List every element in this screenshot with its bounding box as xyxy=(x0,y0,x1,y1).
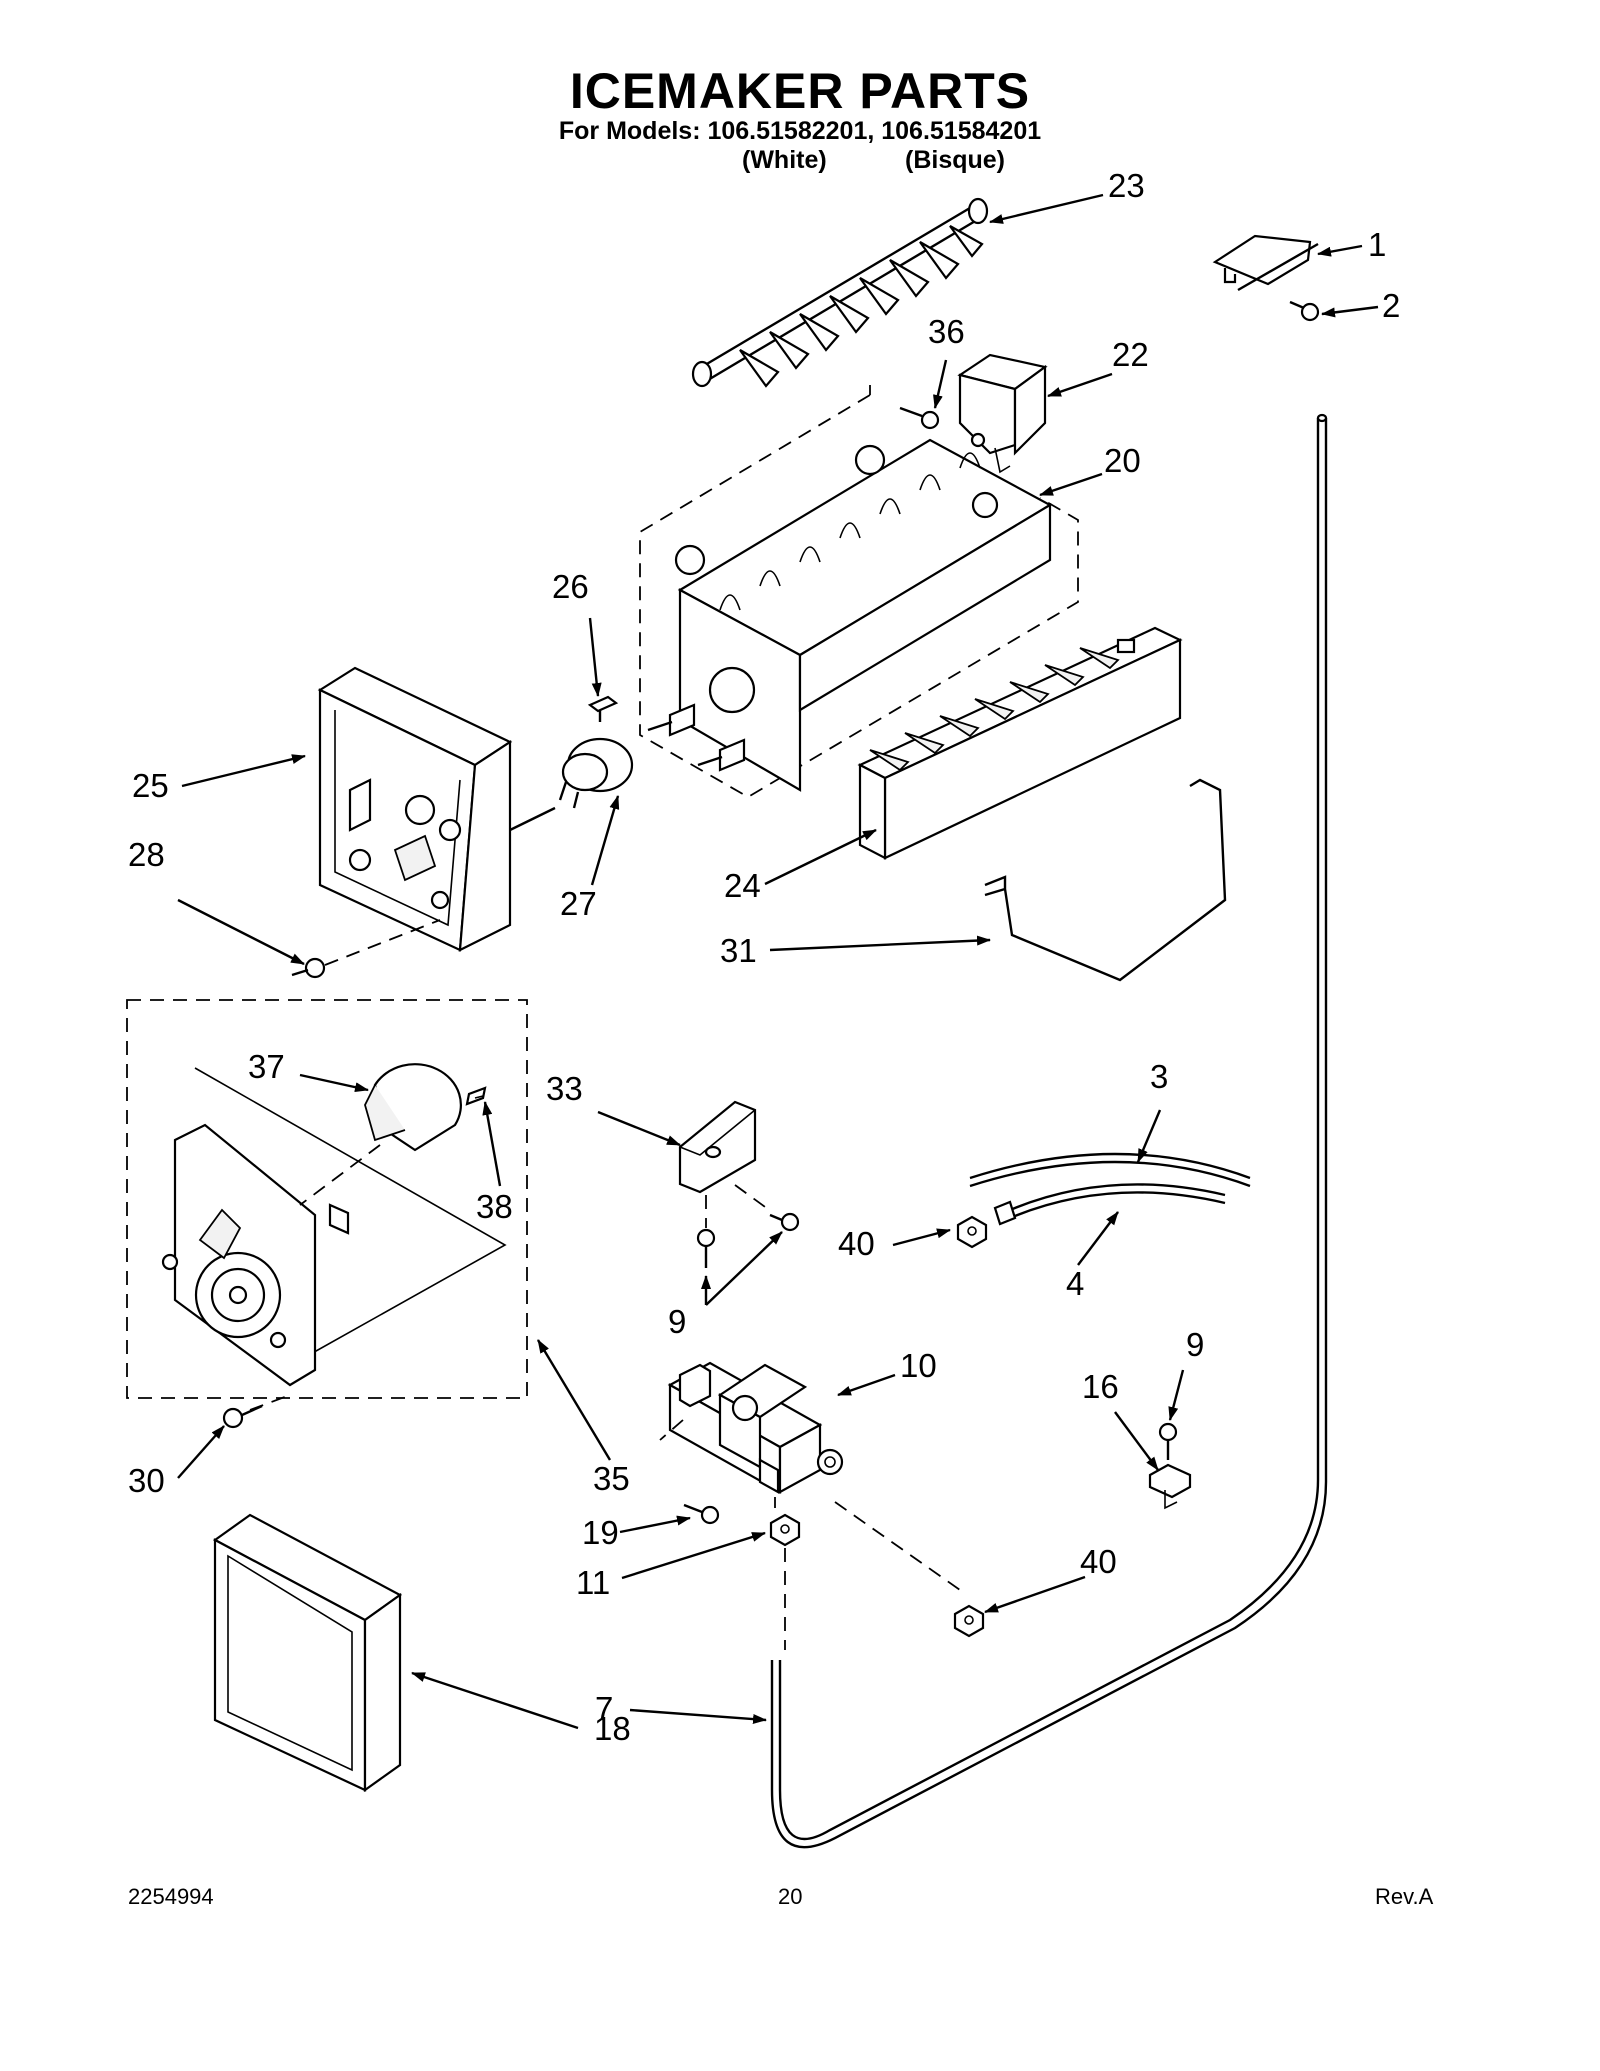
callout-28: 28 xyxy=(128,836,165,873)
callout-25: 25 xyxy=(132,767,169,804)
screw-part-2 xyxy=(1289,300,1320,322)
fill-cup-part xyxy=(957,353,1048,474)
callout-18: 18 xyxy=(594,1710,631,1747)
callout-22: 22 xyxy=(1112,336,1149,373)
nut-part-40-lower xyxy=(953,1604,985,1638)
nut-part-40-upper xyxy=(956,1215,988,1249)
callout-20: 20 xyxy=(1104,442,1141,479)
screw-part-36 xyxy=(899,406,940,430)
callout-27: 27 xyxy=(560,885,597,922)
water-tube-part xyxy=(778,418,1320,1841)
callout-31: 31 xyxy=(720,932,757,969)
callout-40-upper: 40 xyxy=(838,1225,875,1262)
page-title: ICEMAKER PARTS xyxy=(569,63,1031,119)
callout-16: 16 xyxy=(1082,1368,1119,1405)
clip-part xyxy=(587,695,619,722)
screw-part-28 xyxy=(291,957,326,979)
ice-mold-part xyxy=(639,385,1079,799)
bracket-part xyxy=(1212,234,1319,292)
tube-part-4 xyxy=(1009,1183,1226,1212)
screw-part-9-lower xyxy=(1158,1422,1178,1460)
screw-part-9-upper xyxy=(696,1228,716,1268)
callout-11: 11 xyxy=(576,1564,610,1601)
callout-1: 1 xyxy=(1368,226,1386,263)
tube-part-3 xyxy=(969,1152,1251,1180)
tube-part-3-inner xyxy=(969,1160,1251,1188)
callout-19: 19 xyxy=(582,1514,619,1551)
callout-4: 4 xyxy=(1066,1265,1084,1302)
shutoff-arm-part xyxy=(984,778,1227,982)
callout-30: 30 xyxy=(128,1462,165,1499)
callout-9-lower: 9 xyxy=(1186,1326,1204,1363)
cover-part xyxy=(212,1513,403,1793)
callout-24: 24 xyxy=(724,867,761,904)
screw-part-19 xyxy=(683,1503,720,1525)
callout-38: 38 xyxy=(476,1188,513,1225)
variant-bisque: (Bisque) xyxy=(905,146,1005,174)
module-assembly-part xyxy=(126,999,528,1399)
nut-part-11 xyxy=(769,1513,801,1547)
stripper-part xyxy=(857,626,1183,860)
models-line: For Models: 106.51582201, 106.51584201 xyxy=(558,117,1042,145)
callout-26: 26 xyxy=(552,568,589,605)
callout-40-lower: 40 xyxy=(1080,1543,1117,1580)
ejector-part xyxy=(691,197,989,388)
clamp-part-16 xyxy=(1148,1463,1192,1510)
screw-part-30 xyxy=(222,1404,263,1429)
screw-part-9-side xyxy=(769,1212,800,1232)
shield-part xyxy=(678,1100,757,1194)
revision-label: Rev.A xyxy=(1375,1884,1434,1909)
water-tube-part-inner xyxy=(770,418,1328,1849)
callout-33: 33 xyxy=(546,1070,583,1107)
callout-3: 3 xyxy=(1150,1058,1168,1095)
tube-part-4-inner xyxy=(1009,1191,1226,1220)
callout-leaders xyxy=(177,193,1379,1730)
callout-9-upper: 9 xyxy=(668,1303,686,1340)
page-number: 20 xyxy=(778,1884,803,1909)
thermostat-part xyxy=(558,737,634,809)
callout-7: 7 xyxy=(595,1690,613,1727)
callout-36: 36 xyxy=(928,313,965,350)
callout-10: 10 xyxy=(900,1347,937,1384)
callout-2: 2 xyxy=(1382,287,1400,324)
water-valve-part xyxy=(667,1361,844,1494)
callout-35: 35 xyxy=(593,1460,630,1497)
callout-23: 23 xyxy=(1108,167,1145,204)
callout-37: 37 xyxy=(248,1048,285,1085)
control-housing-part xyxy=(317,666,556,952)
doc-number: 2254994 xyxy=(128,1884,214,1909)
variant-white: (White) xyxy=(742,146,827,174)
